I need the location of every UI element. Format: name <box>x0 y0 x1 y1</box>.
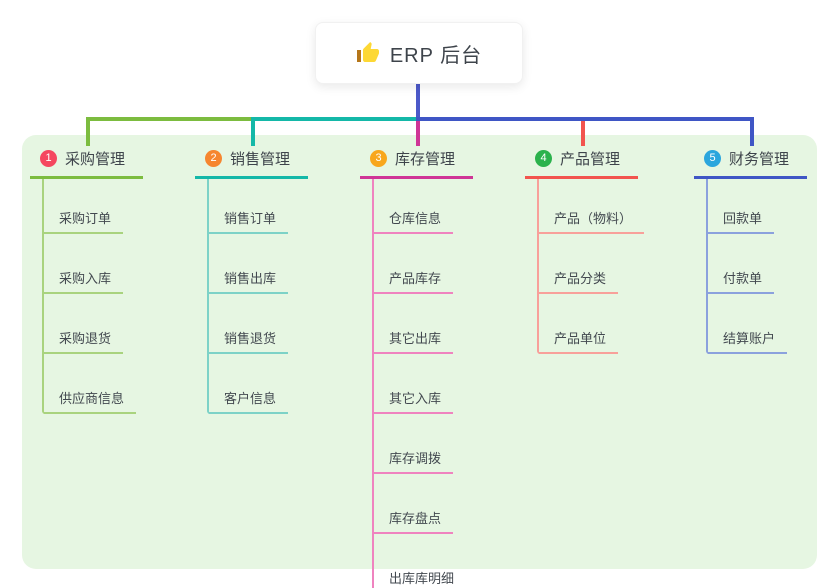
child-node[interactable]: 库存盘点 <box>374 474 454 534</box>
branch-node[interactable]: 5 财务管理 <box>694 148 807 179</box>
branch-number-badge: 2 <box>205 150 222 167</box>
branch-drop-line <box>416 121 420 146</box>
connector-horizontal-segment <box>86 117 255 121</box>
child-node[interactable]: 库存调拨 <box>374 414 454 474</box>
child-node[interactable]: 销售退货 <box>209 294 289 354</box>
child-node[interactable]: 客户信息 <box>209 354 289 414</box>
child-node[interactable]: 采购入库 <box>44 234 124 294</box>
branch-children: 仓库信息产品库存其它出库其它入库库存调拨库存盘点出库库明细 <box>372 179 466 588</box>
child-node[interactable]: 产品分类 <box>539 234 619 294</box>
child-node[interactable]: 销售出库 <box>209 234 289 294</box>
branch-title: 采购管理 <box>65 151 126 168</box>
branch-column: 2 销售管理销售订单销售出库销售退货客户信息 <box>195 148 355 414</box>
root-title: ERP 后台 <box>389 44 483 67</box>
thumbs-up-icon <box>356 41 380 65</box>
branch-children: 销售订单销售出库销售退货客户信息 <box>207 179 289 414</box>
child-node[interactable]: 采购退货 <box>44 294 124 354</box>
connector-horizontal-segment <box>253 117 418 121</box>
branch-drop-line <box>581 121 585 146</box>
branch-children: 产品（物料）产品分类产品单位 <box>537 179 645 354</box>
child-node[interactable]: 产品库存 <box>374 234 454 294</box>
root-node[interactable]: ERP 后台 <box>315 22 523 84</box>
child-node[interactable]: 供应商信息 <box>44 354 137 414</box>
branch-node[interactable]: 1 采购管理 <box>30 148 143 179</box>
root-connector-line <box>416 84 420 117</box>
branch-drop-line <box>750 117 754 146</box>
branch-drop-line <box>251 117 255 146</box>
branch-drop-line <box>86 117 90 146</box>
child-node[interactable]: 销售订单 <box>209 179 289 234</box>
branch-number-badge: 1 <box>40 150 57 167</box>
child-node[interactable]: 付款单 <box>708 234 775 294</box>
branch-column: 5 财务管理回款单付款单结算账户 <box>694 148 839 354</box>
branch-title: 库存管理 <box>395 151 456 168</box>
child-node[interactable]: 产品（物料） <box>539 179 645 234</box>
branch-title: 财务管理 <box>729 151 790 168</box>
connector-horizontal-segment <box>416 117 754 121</box>
branch-node[interactable]: 2 销售管理 <box>195 148 308 179</box>
branch-title: 销售管理 <box>230 151 291 168</box>
branch-title: 产品管理 <box>560 151 621 168</box>
branch-column: 1 采购管理采购订单采购入库采购退货供应商信息 <box>30 148 190 414</box>
child-node[interactable]: 回款单 <box>708 179 775 234</box>
branch-node[interactable]: 4 产品管理 <box>525 148 638 179</box>
child-node[interactable]: 采购订单 <box>44 179 124 234</box>
child-node[interactable]: 结算账户 <box>708 294 788 354</box>
branch-number-badge: 5 <box>704 150 721 167</box>
child-node[interactable]: 仓库信息 <box>374 179 454 234</box>
branch-number-badge: 4 <box>535 150 552 167</box>
branch-children: 采购订单采购入库采购退货供应商信息 <box>42 179 137 414</box>
branch-children: 回款单付款单结算账户 <box>706 179 788 354</box>
branch-number-badge: 3 <box>370 150 387 167</box>
branch-column: 3 库存管理仓库信息产品库存其它出库其它入库库存调拨库存盘点出库库明细 <box>360 148 520 588</box>
child-node[interactable]: 产品单位 <box>539 294 619 354</box>
branch-column: 4 产品管理产品（物料）产品分类产品单位 <box>525 148 685 354</box>
child-node[interactable]: 出库库明细 <box>374 534 466 588</box>
child-node[interactable]: 其它出库 <box>374 294 454 354</box>
child-node[interactable]: 其它入库 <box>374 354 454 414</box>
branch-node[interactable]: 3 库存管理 <box>360 148 473 179</box>
